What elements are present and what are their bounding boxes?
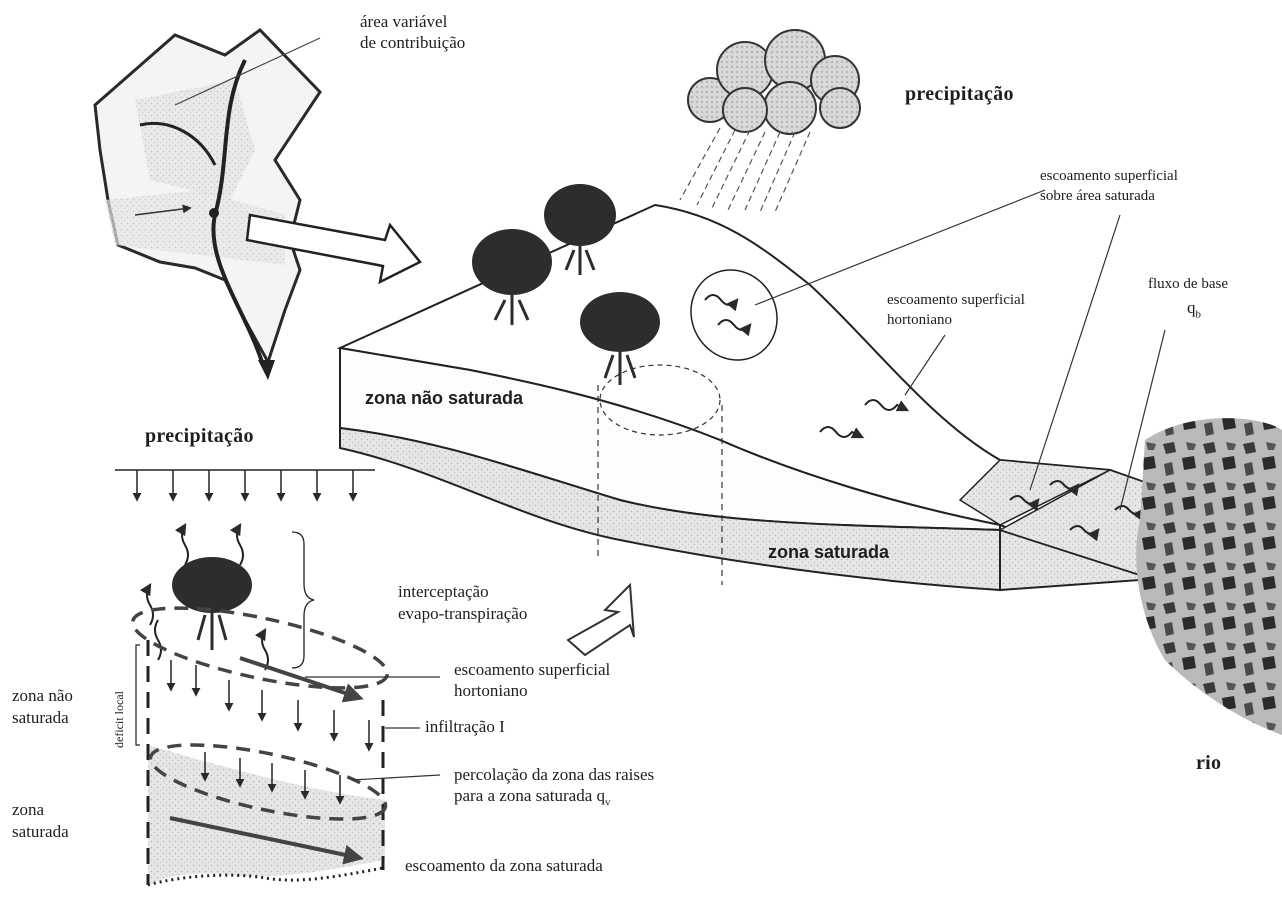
column-sat-label-1: zona [12, 800, 44, 820]
soil-column [115, 470, 440, 885]
column-precip-label: precipitação [145, 425, 254, 448]
catchment-label-2: de contribuição [360, 33, 465, 53]
baseflow-subscript: b [1196, 308, 1202, 320]
percolation-label-2: para a zona saturada qv [454, 786, 611, 809]
catchment-map [95, 30, 320, 380]
deficit-label: deficit local [112, 691, 127, 748]
column-hortonian-label-1: escoamento superficial [454, 660, 610, 680]
saturated-zone-label: zona saturada [768, 542, 889, 563]
column-unsat-label-2: saturada [12, 708, 69, 728]
saturated-overland-label-2: sobre área saturada [1040, 188, 1155, 205]
river-channel [1136, 418, 1282, 735]
unsaturated-zone-label: zona não saturada [365, 388, 523, 409]
zoom-arrow [568, 585, 634, 655]
column-unsat-label-1: zona não [12, 686, 73, 706]
percolation-subscript: v [605, 796, 611, 808]
rain-cloud [680, 30, 860, 212]
baseflow-symbol: qb [1187, 298, 1201, 321]
interception-label-1: interceptação [398, 582, 489, 602]
saturated-overland-label-1: escoamento superficial [1040, 168, 1178, 185]
column-sat-label-2: saturada [12, 822, 69, 842]
interception-label-2: evapo-transpiração [398, 604, 527, 624]
hortonian-label-2: hortoniano [887, 312, 952, 329]
column-hortonian-label-2: hortoniano [454, 681, 528, 701]
hortonian-label-1: escoamento superficial [887, 292, 1025, 309]
percolation-label-1: percolação da zona das raises [454, 765, 654, 785]
infiltration-label: infiltração I [425, 717, 505, 737]
catchment-label-1: área variável [360, 12, 447, 32]
river-label: rio [1196, 752, 1221, 775]
hillslope-precip-label: precipitação [905, 83, 1014, 106]
baseflow-label: fluxo de base [1148, 276, 1228, 293]
saturated-flow-label: escoamento da zona saturada [405, 856, 603, 876]
